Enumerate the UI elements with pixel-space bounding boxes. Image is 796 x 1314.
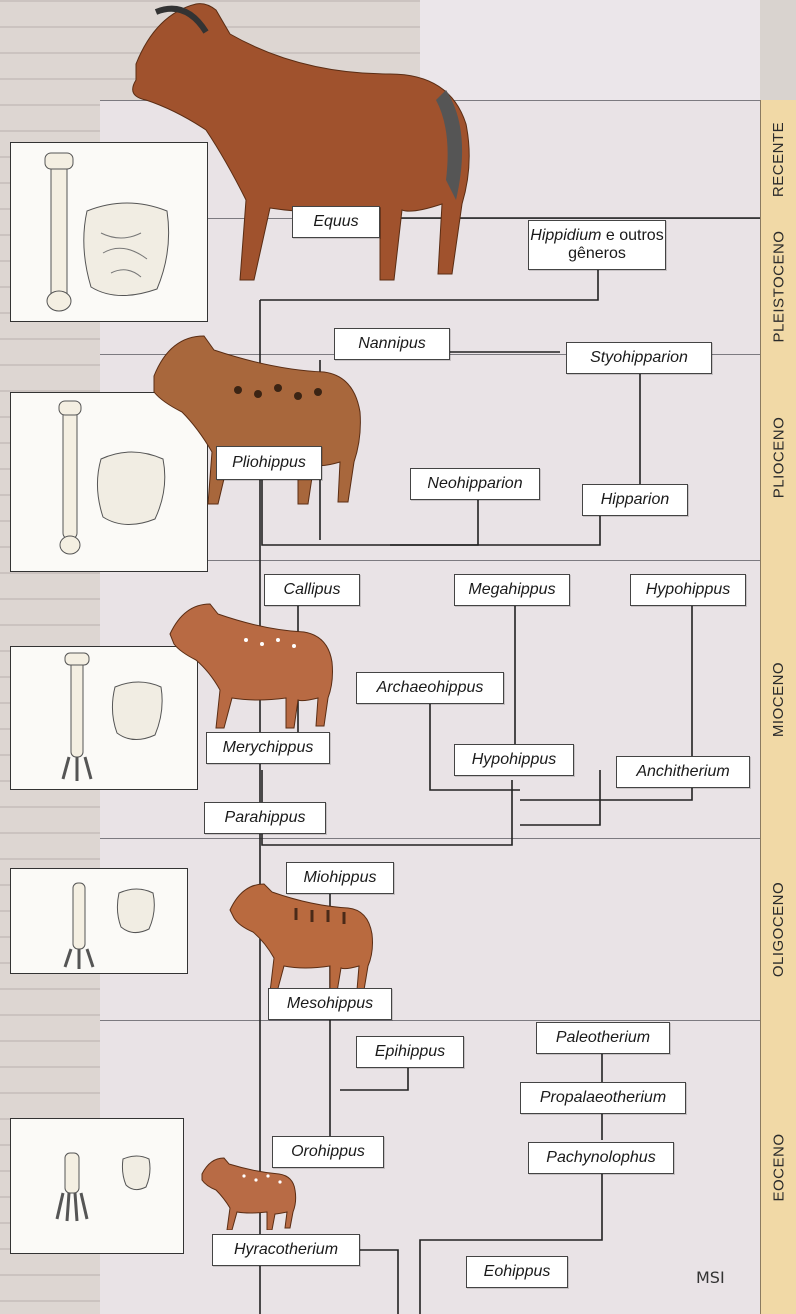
label-eohippus: Eohippus: [466, 1256, 568, 1288]
mesohippus-horse-illustration: [226, 880, 384, 994]
label-equus: Equus: [292, 206, 380, 238]
label-hypohippus-top: Hypohippus: [630, 574, 746, 606]
label-megahippus: Megahippus: [454, 574, 570, 606]
label-hippidium: Hippidium e outros gêneros: [528, 220, 666, 270]
merychippus-horse-illustration: [166, 600, 338, 730]
label-hyracotherium: Hyracotherium: [212, 1234, 360, 1266]
label-miohippus: Miohippus: [286, 862, 394, 894]
label-mesohippus: Mesohippus: [268, 988, 392, 1020]
label-hipparion: Hipparion: [582, 484, 688, 516]
label-propalaeotherium: Propalaeotherium: [520, 1082, 686, 1114]
limb-and-tooth-icon: [11, 869, 187, 973]
label-hypohippus: Hypohippus: [454, 744, 574, 776]
label-orohippus: Orohippus: [272, 1136, 384, 1168]
label-archaeohippus: Archaeohippus: [356, 672, 504, 704]
label-pachynolophus: Pachynolophus: [528, 1142, 674, 1174]
label-anchitherium: Anchitherium: [616, 756, 750, 788]
fossil-box-hyracotherium: [10, 1118, 184, 1254]
label-nannipus: Nannipus: [334, 328, 450, 360]
label-merychippus: Merychippus: [206, 732, 330, 764]
label-epihippus: Epihippus: [356, 1036, 464, 1068]
label-pliohippus: Pliohippus: [216, 446, 322, 480]
limb-and-tooth-icon: [11, 1119, 183, 1253]
label-neohipparion: Neohipparion: [410, 468, 540, 500]
fossil-box-mesohippus: [10, 868, 188, 974]
label-paleotherium: Paleotherium: [536, 1022, 670, 1054]
label-callipus: Callipus: [264, 574, 360, 606]
illustrator-signature: MSI: [696, 1268, 725, 1287]
label-styohipparion: Styohipparion: [566, 342, 712, 374]
label-parahippus: Parahippus: [204, 802, 326, 834]
equus-horse-illustration: [96, 0, 476, 300]
